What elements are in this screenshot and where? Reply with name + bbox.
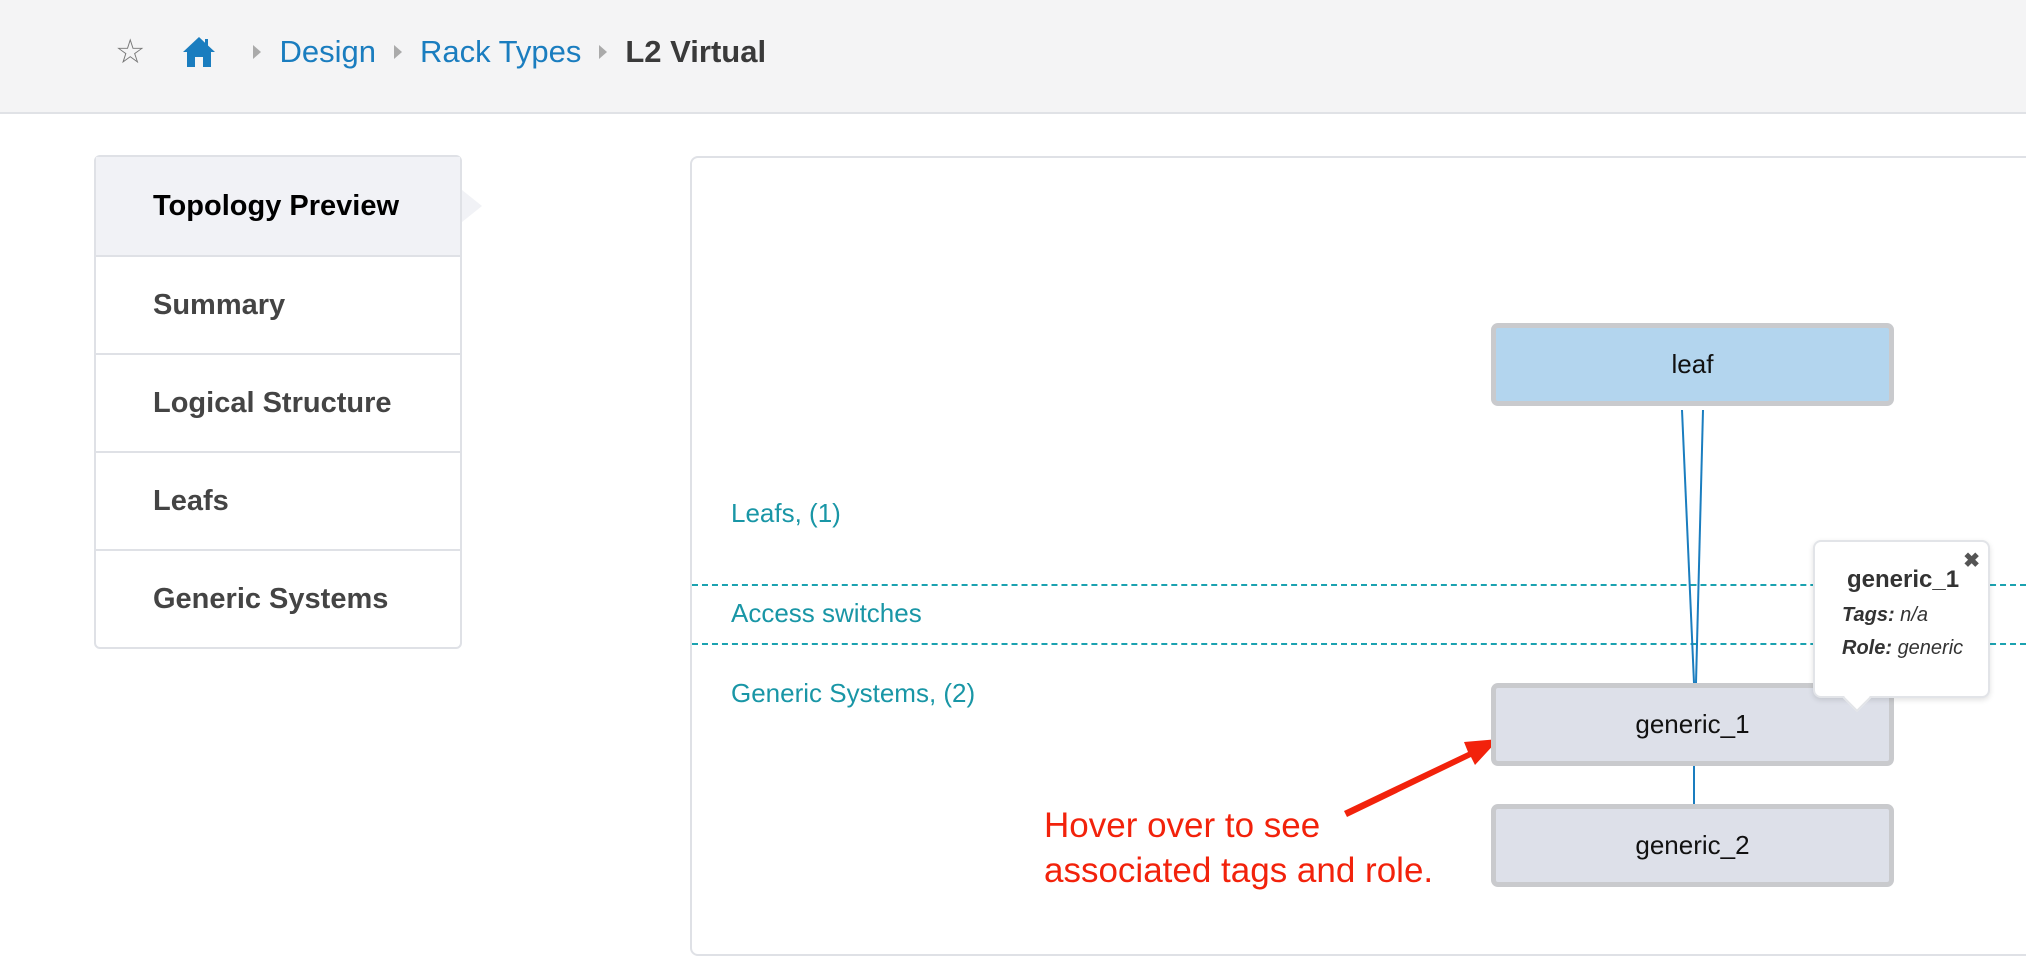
breadcrumb-current: L2 Virtual <box>625 34 767 69</box>
tags-label: Tags: <box>1842 604 1895 626</box>
chevron-right-icon <box>393 45 402 59</box>
sidebar-item-logical-structure[interactable]: Logical Structure <box>96 353 460 451</box>
sidebar-item-summary[interactable]: Summary <box>96 255 460 353</box>
layer-divider <box>692 643 2026 645</box>
annotation-line: Hover over to see <box>1044 806 1321 845</box>
home-icon[interactable] <box>181 35 217 69</box>
link-line <box>1695 409 1704 684</box>
sidebar-nav: Topology Preview Summary Logical Structu… <box>94 155 482 649</box>
link-line <box>1681 409 1695 684</box>
star-icon[interactable]: ☆ <box>115 33 146 71</box>
chevron-right-icon <box>599 45 608 59</box>
annotation-arrow <box>1344 739 1499 817</box>
tooltip-role: Role: generic <box>1842 637 1988 660</box>
layer-divider <box>692 584 2026 586</box>
layer-label-leafs: Leafs, (1) <box>731 498 841 528</box>
role-value: generic <box>1897 637 1964 659</box>
annotation-text: Hover over to see associated tags and ro… <box>1044 803 1433 893</box>
sidebar-item-leafs[interactable]: Leafs <box>96 451 460 549</box>
layer-label-access: Access switches <box>731 598 922 628</box>
tags-value: n/a <box>1900 604 1928 626</box>
annotation-line: associated tags and role. <box>1044 851 1434 890</box>
chevron-right-icon <box>253 45 262 59</box>
breadcrumb-design[interactable]: Design <box>279 34 376 69</box>
node-tooltip: ✖ generic_1 Tags: n/a Role: generic <box>1813 540 1990 698</box>
breadcrumb-rack-types[interactable]: Rack Types <box>419 34 582 69</box>
node-leaf[interactable]: leaf <box>1491 323 1894 406</box>
sidebar-item-generic-systems[interactable]: Generic Systems <box>96 549 460 647</box>
sidebar-item-topology-preview[interactable]: Topology Preview <box>96 157 482 255</box>
tooltip-tags: Tags: n/a <box>1842 604 1988 627</box>
close-icon[interactable]: ✖ <box>1963 550 1980 572</box>
top-bar: ☆ Design Rack Types L2 Virtual <box>0 0 2026 114</box>
role-label: Role: <box>1842 637 1892 659</box>
topology-links <box>1344 409 1704 817</box>
breadcrumb: ☆ Design Rack Types L2 Virtual <box>115 32 766 72</box>
layer-label-generic: Generic Systems, (2) <box>731 678 976 708</box>
node-generic-2[interactable]: generic_2 <box>1491 804 1894 887</box>
tooltip-title: generic_1 <box>1847 566 1960 593</box>
